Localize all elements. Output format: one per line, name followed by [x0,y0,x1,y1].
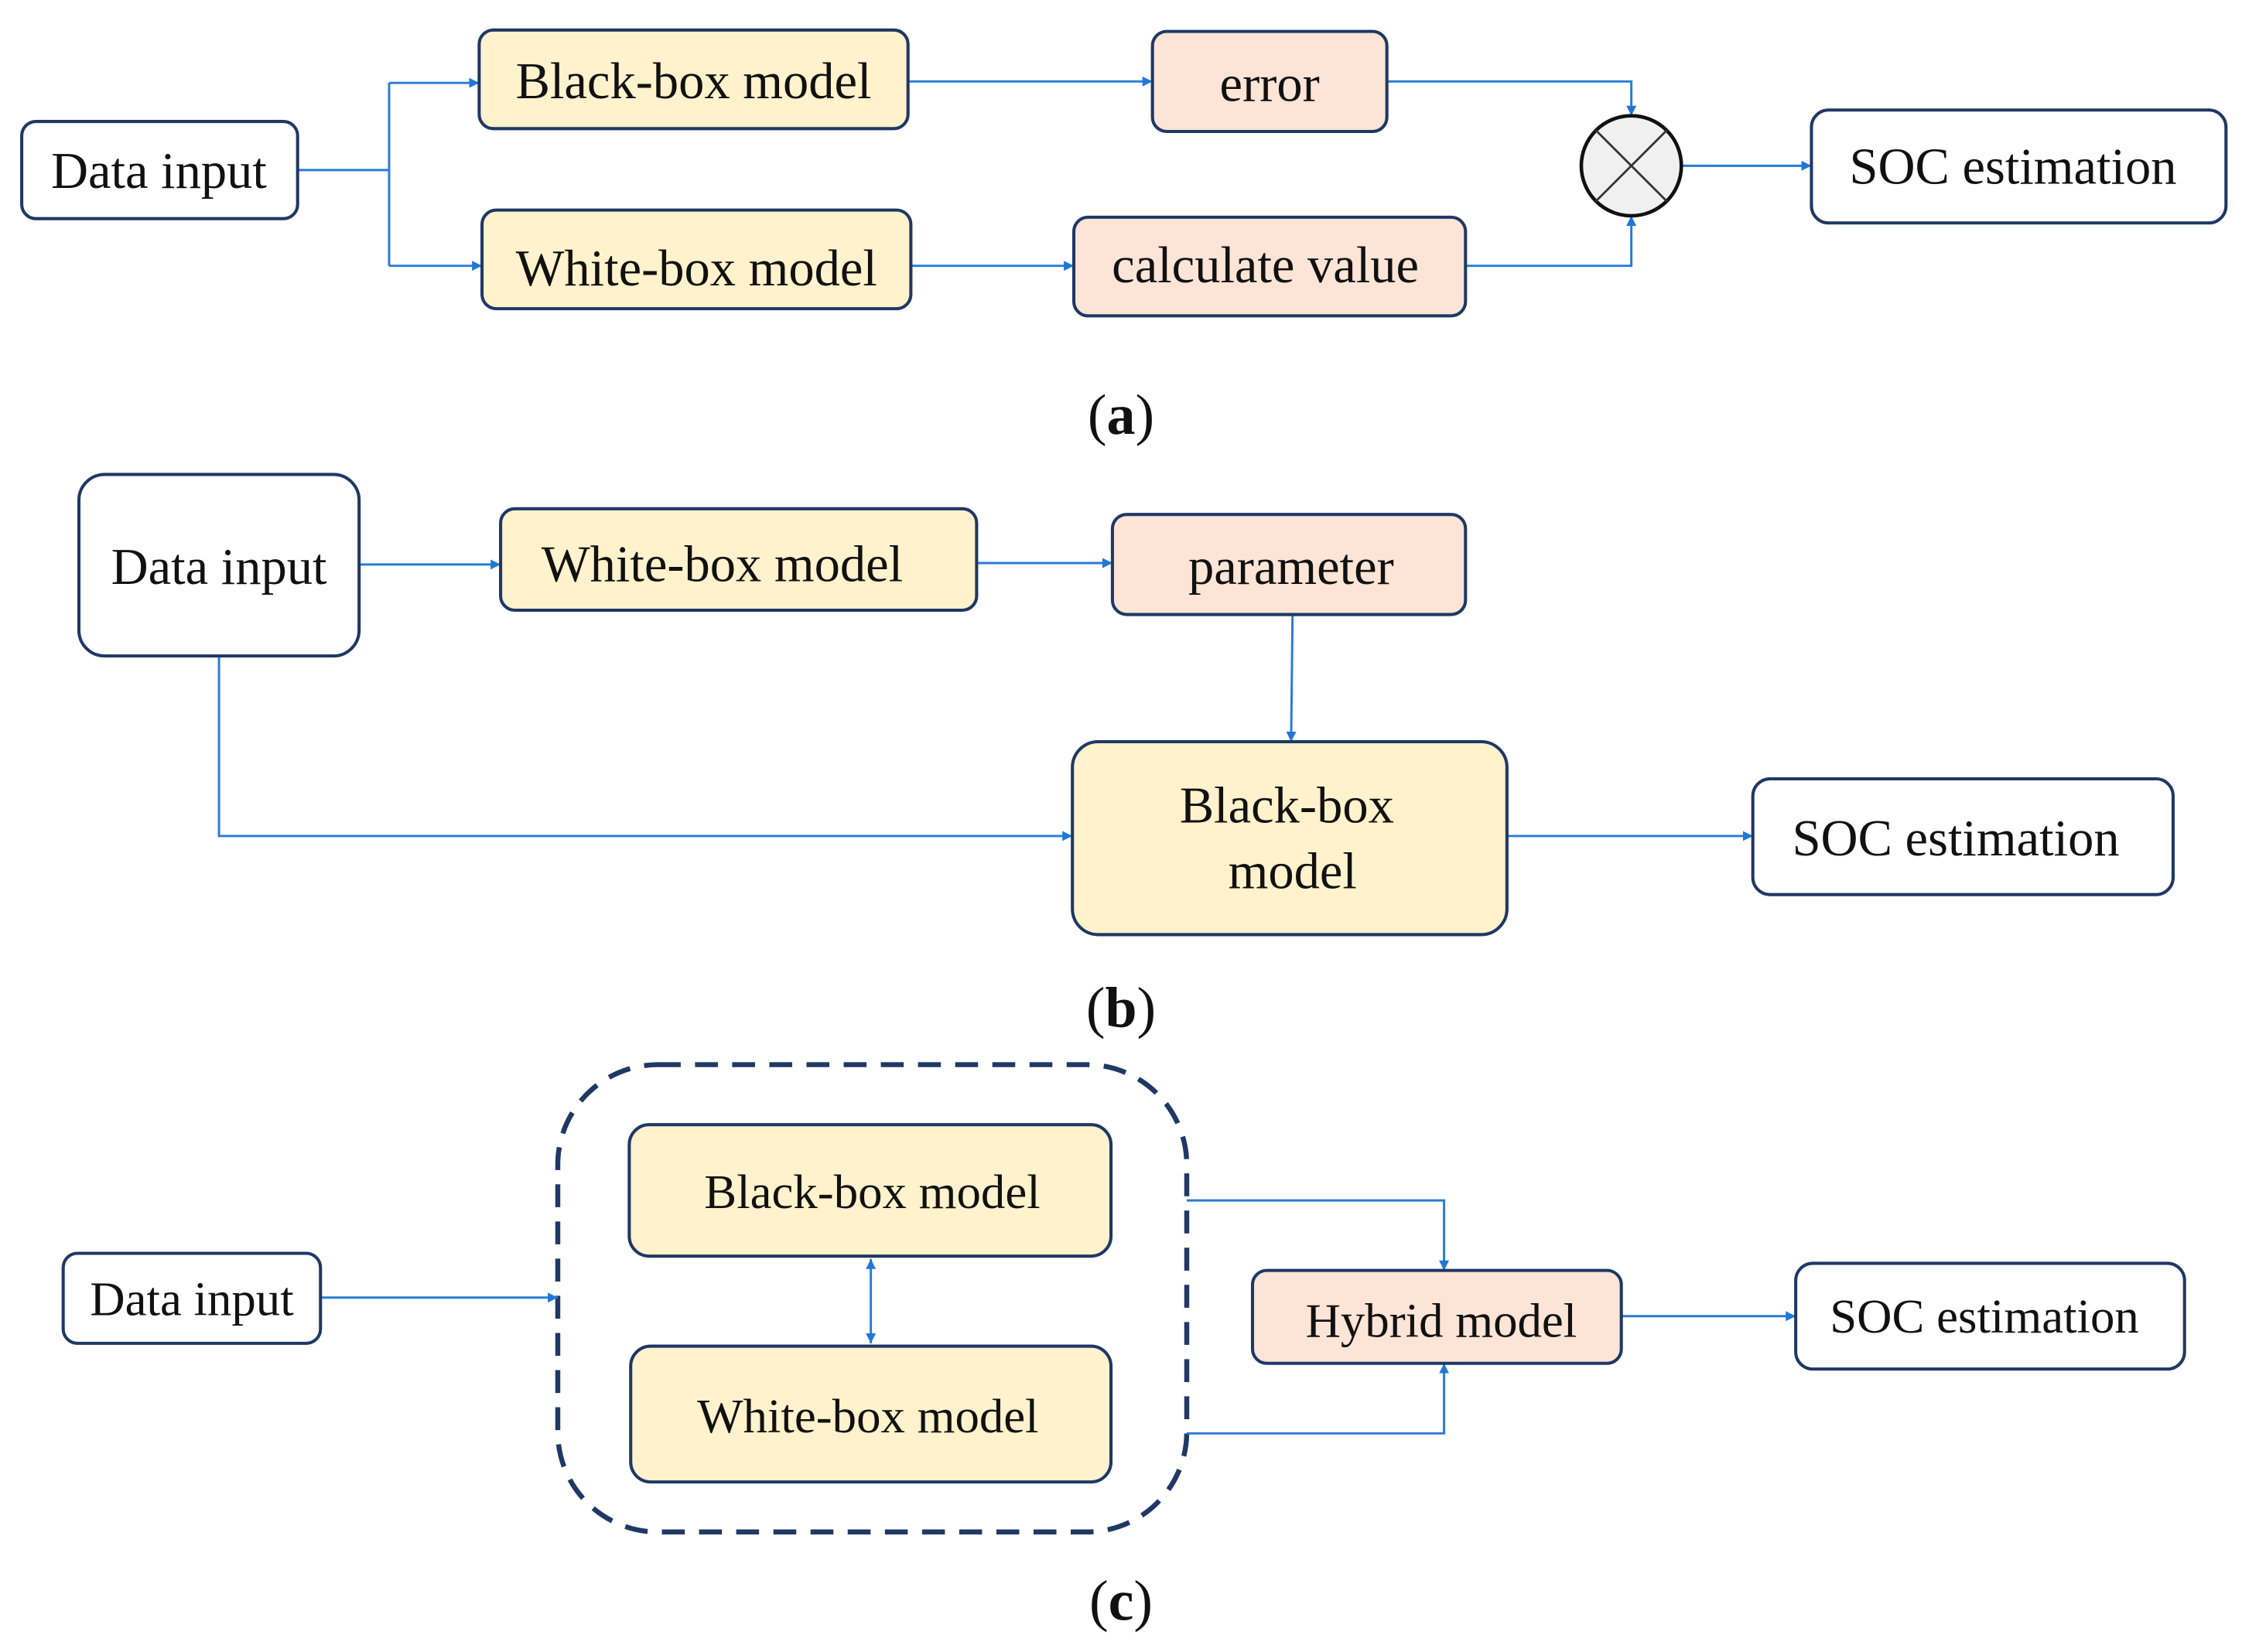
arrow [1186,1199,1450,1271]
svg-text:White-box model: White-box model [697,1389,1038,1443]
svg-text:SOC estimation: SOC estimation [1830,1289,2139,1343]
black-box-model-box: Black-box model [477,28,910,131]
panel-c: Data input Black-box model White-box mod… [61,1062,2186,1632]
data-input-box: Data input [77,473,361,658]
svg-text:Black-box model: Black-box model [704,1165,1040,1219]
panel-label-a: (a) [1088,383,1154,446]
svg-text:Data input: Data input [111,539,327,596]
black-box-model-box: Black-box model [1071,739,1509,937]
svg-text:calculate value: calculate value [1112,237,1419,294]
svg-text:Data input: Data input [90,1272,294,1326]
multiply-circle-icon [1579,114,1683,218]
calculate-value-box: calculate value [1071,215,1468,318]
svg-text:SOC estimation: SOC estimation [1793,811,2120,867]
panel-b: Data input White-box model parameter Bla… [77,473,2175,1039]
white-box-model-box: White-box model [499,507,979,613]
white-box-model-box: White-box model [480,208,913,311]
svg-text:Black-box model: Black-box model [516,53,872,110]
soc-estimation-box: SOC estimation [1751,777,2175,896]
panel-a: Data input Black-box model White-box mod… [20,28,2228,446]
data-input-box: Data input [20,120,299,220]
hybrid-model-box: Hybrid model [1250,1268,1623,1365]
svg-text:White-box model: White-box model [542,536,903,592]
svg-text:parameter: parameter [1188,539,1394,596]
parameter-box: parameter [1110,513,1468,616]
black-box-model-box: Black-box model [627,1123,1113,1258]
soc-estimation-box: SOC estimation [1810,108,2228,225]
svg-text:Hybrid model: Hybrid model [1306,1293,1577,1347]
arrow [1386,80,1637,116]
panel-label-c: (c) [1089,1568,1153,1632]
error-box: error [1150,29,1389,134]
svg-text:SOC estimation: SOC estimation [1849,139,2176,196]
svg-text:Black-box: Black-box [1180,778,1394,835]
data-input-box: Data input [61,1251,323,1345]
svg-text:model: model [1229,844,1357,900]
panel-label-b: (b) [1086,976,1156,1039]
svg-text:Data input: Data input [51,143,267,200]
soc-estimation-box: SOC estimation [1794,1261,2186,1371]
connector [297,83,391,266]
arrow [1186,1363,1450,1435]
arrow [217,656,1073,841]
arrow [1465,216,1637,268]
white-box-model-box: White-box model [629,1344,1113,1484]
svg-text:White-box model: White-box model [516,241,877,297]
svg-text:error: error [1220,56,1320,113]
arrow [1286,614,1297,742]
